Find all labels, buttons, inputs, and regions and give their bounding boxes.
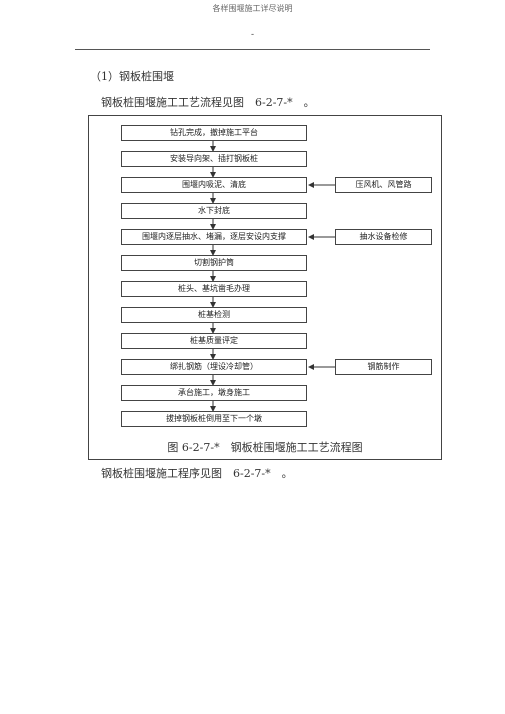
flow-step-7: 桩头、基坑凿毛办理 [121, 281, 307, 297]
header-divider [75, 49, 430, 50]
page-header-title: 各样围堰施工详尽说明 [212, 4, 293, 13]
flow-step-2: 安装导向架、插打钢板桩 [121, 151, 307, 167]
figure-frame [88, 115, 442, 460]
figure-caption: 图 6-2-7-* 钢板桩围堰施工工艺流程图 [167, 441, 363, 454]
flow-step-5: 围堰内逐层抽水、堵漏，逐层安设内支撑 [121, 229, 307, 245]
flow-step-11: 承台施工，墩身施工 [121, 385, 307, 401]
flow-step-12: 拔掉钢板桩倒用至下一个墩 [121, 411, 307, 427]
flow-step-10: 绑扎钢筋（埋设冷却管） [121, 359, 307, 375]
flow-step-6: 切割钢护筒 [121, 255, 307, 271]
side-input-compressor: 压风机、风管路 [335, 177, 432, 193]
flow-step-9: 桩基质量评定 [121, 333, 307, 349]
flow-step-1: 钻孔完成，撤掉施工平台 [121, 125, 307, 141]
flow-step-8: 桩基检测 [121, 307, 307, 323]
outro-paragraph: 钢板桩围堰施工程序见图 6-2-7-* 。 [101, 467, 293, 480]
section-heading: （1）钢板桩围堰 [90, 70, 174, 83]
side-input-pump-maintenance: 抽水设备检修 [335, 229, 432, 245]
side-arrows [308, 182, 335, 370]
page-header-mark: - [250, 30, 255, 40]
side-input-rebar-fabrication: 钢筋制作 [335, 359, 432, 375]
flow-step-4: 水下封底 [121, 203, 307, 219]
intro-paragraph: 钢板桩围堰施工工艺流程见图 6-2-7-* 。 [101, 96, 315, 109]
flow-step-3: 围堰内吸泥、清底 [121, 177, 307, 193]
